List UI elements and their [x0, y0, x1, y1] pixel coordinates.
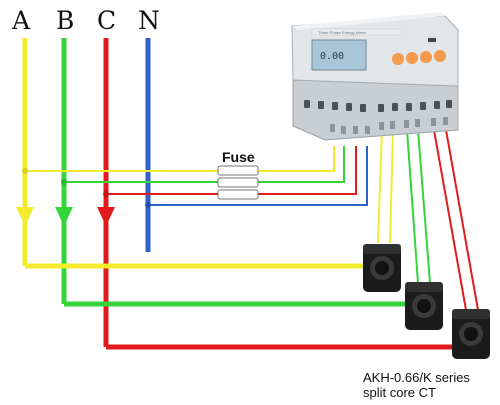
fuse-b: [217, 177, 259, 188]
energy-meter: Three Phase Energy Meter 0.00: [291, 12, 459, 141]
meter-lcd-text: 0.00: [320, 51, 344, 62]
phase-c-label: C: [97, 6, 116, 35]
phase-b-arrow: [55, 207, 73, 226]
ct-phase-a: [363, 244, 401, 292]
phase-a-label: A: [11, 6, 31, 35]
phase-b-label: B: [56, 6, 74, 35]
ct-phase-b: [405, 282, 443, 330]
phase-c-arrow: [97, 207, 115, 226]
ct-model-label: AKH-0.66/K series: [363, 370, 470, 385]
meter-button-1: [392, 53, 404, 65]
meter-button-2: [406, 52, 418, 64]
fuse-block: [217, 165, 259, 200]
voltage-taps: [22, 146, 368, 208]
fuse-c: [217, 189, 259, 200]
fuse-label: Fuse: [222, 149, 255, 165]
meter-lcd: [311, 39, 367, 71]
phase-a-arrow: [16, 207, 34, 226]
ct-type-label: split core CT: [363, 385, 436, 400]
ct-phase-c: [452, 309, 490, 359]
ct-leads: [377, 129, 479, 311]
meter-button-3: [420, 51, 432, 63]
meter-button-4: [434, 50, 446, 62]
phase-n-label: N: [138, 6, 160, 35]
svg-text:Three Phase Energy Meter: Three Phase Energy Meter: [318, 30, 367, 35]
fuse-a: [217, 165, 259, 176]
